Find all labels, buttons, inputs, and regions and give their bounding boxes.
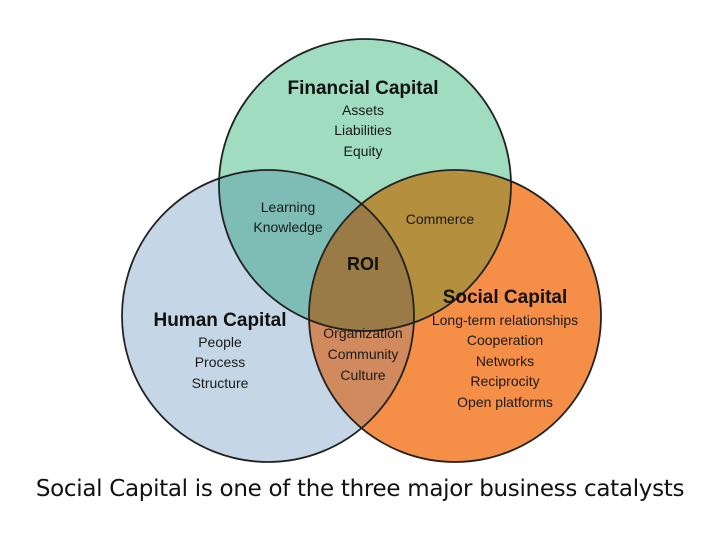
financial-capital-title: Financial Capital xyxy=(288,78,439,99)
human-circle-outline xyxy=(121,169,415,463)
social-item: Open platforms xyxy=(457,394,553,410)
financial-human-overlap-label: Knowledge xyxy=(253,219,322,235)
human-social-overlap-label: Organization xyxy=(323,325,402,341)
financial-circle-outline xyxy=(218,38,512,332)
human-item: People xyxy=(198,334,242,350)
caption: Social Capital is one of the three major… xyxy=(35,476,685,502)
social-item: Long-term relationships xyxy=(432,312,578,328)
financial-item: Equity xyxy=(344,143,383,159)
financial-item: Liabilities xyxy=(334,122,392,138)
financial-item: Assets xyxy=(342,102,384,118)
social-item: Networks xyxy=(476,353,534,369)
financial-social-overlap-label: Commerce xyxy=(406,211,475,227)
human-item: Process xyxy=(195,354,246,370)
social-circle-outline xyxy=(308,169,602,463)
roi-label: ROI xyxy=(347,254,379,274)
social-item: Cooperation xyxy=(467,332,543,348)
social-item: Reciprocity xyxy=(470,373,539,389)
human-item: Structure xyxy=(192,375,249,391)
human-social-overlap-label: Culture xyxy=(340,367,385,383)
financial-human-overlap-label: Learning xyxy=(261,199,316,215)
human-social-overlap-label: Community xyxy=(328,346,399,362)
human-capital-title: Human Capital xyxy=(153,310,286,331)
social-capital-title: Social Capital xyxy=(443,287,568,308)
center-overlap xyxy=(309,170,414,331)
